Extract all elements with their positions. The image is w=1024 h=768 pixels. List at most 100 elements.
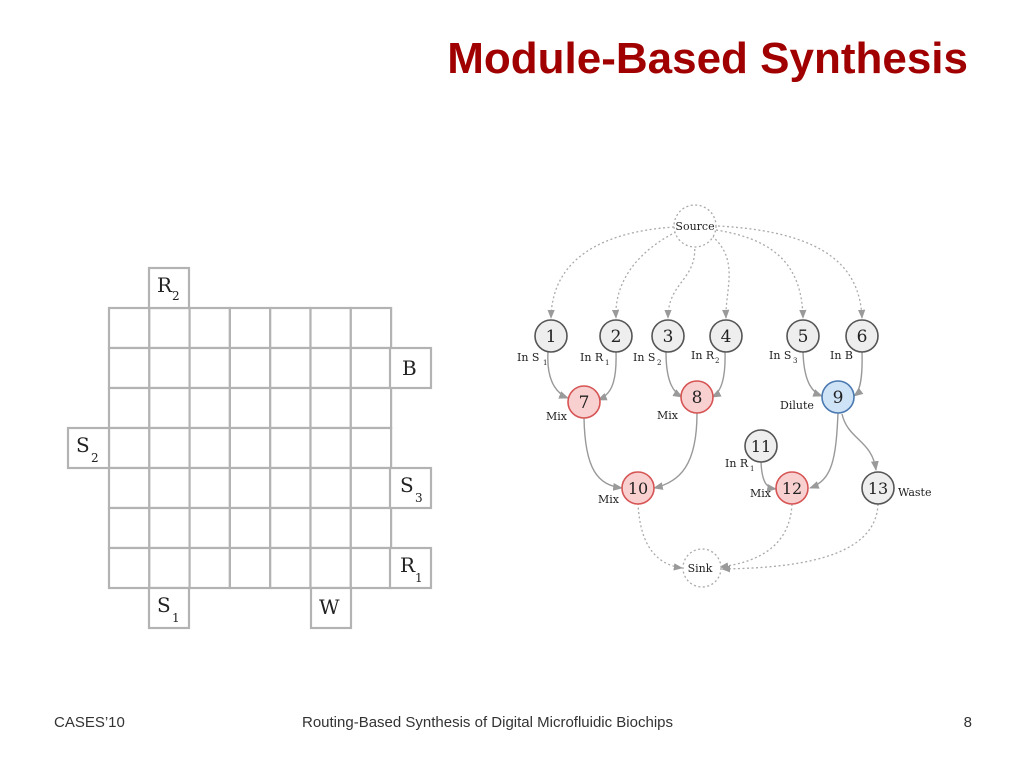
source-node: Source bbox=[673, 204, 717, 248]
node-annotation-sub: 2 bbox=[657, 359, 661, 367]
grid-cell bbox=[188, 346, 232, 390]
port-subscript: 1 bbox=[415, 571, 423, 585]
node-circle bbox=[680, 380, 714, 414]
port-subscript: 2 bbox=[91, 451, 99, 465]
grid-cell bbox=[148, 546, 191, 590]
node-circle bbox=[775, 471, 809, 505]
node-1: 1 In S 1 bbox=[517, 319, 568, 367]
port-label: S bbox=[400, 473, 414, 497]
edge-2-7 bbox=[597, 351, 617, 401]
node-5: 5 In S 3 bbox=[769, 319, 820, 365]
node-11: 11 In R 1 bbox=[725, 429, 778, 473]
node-number: 12 bbox=[782, 479, 802, 498]
node-number: 5 bbox=[798, 327, 809, 347]
node-annotation-sub: 1 bbox=[605, 359, 609, 367]
node-annotation: Mix bbox=[546, 410, 568, 423]
node-annotation: Waste bbox=[898, 486, 931, 499]
edge-source-5 bbox=[715, 229, 807, 319]
node-annotation: Mix bbox=[598, 493, 620, 506]
node-annotation: In B bbox=[830, 349, 853, 362]
source-label: Source bbox=[675, 220, 714, 233]
edge-6-9 bbox=[853, 351, 864, 397]
port-subscript: 3 bbox=[415, 491, 423, 505]
node-annotation: Dilute bbox=[780, 399, 814, 412]
node-circle bbox=[786, 319, 820, 353]
grid-cells bbox=[107, 306, 393, 590]
node-number: 13 bbox=[868, 479, 888, 498]
grid-cell bbox=[349, 306, 393, 350]
edge-10-sink bbox=[637, 502, 683, 571]
operation-edges bbox=[547, 351, 879, 492]
node-circle bbox=[861, 471, 895, 505]
node-annotation: In S bbox=[517, 351, 539, 364]
node-number: 7 bbox=[579, 393, 590, 413]
grid-cell bbox=[107, 546, 151, 590]
node-circle bbox=[599, 319, 633, 353]
sink-edges bbox=[637, 502, 879, 573]
port-S3: S 3 bbox=[388, 466, 433, 510]
node-annotation: In S bbox=[633, 351, 655, 364]
edge-source-3 bbox=[664, 239, 696, 319]
grid-cell bbox=[309, 546, 352, 590]
node-circle bbox=[821, 380, 855, 414]
edge-3-8 bbox=[665, 351, 683, 398]
node-2: 2 In R 1 bbox=[580, 319, 633, 367]
grid-cell bbox=[349, 386, 393, 430]
grid-cell bbox=[148, 426, 191, 470]
node-9: 9 Dilute bbox=[780, 380, 855, 414]
grid-cell bbox=[228, 546, 272, 590]
grid-cell bbox=[107, 386, 151, 430]
port-label: S bbox=[157, 593, 171, 617]
grid-cell bbox=[188, 386, 232, 430]
node-7: 7 Mix bbox=[546, 385, 601, 423]
grid-cell bbox=[349, 426, 393, 470]
node-circle bbox=[845, 319, 879, 353]
node-annotation-sub: 3 bbox=[793, 357, 797, 365]
footer-page-number: 8 bbox=[963, 714, 972, 731]
port-B: B bbox=[388, 346, 433, 390]
port-label: R bbox=[400, 553, 416, 577]
grid-cell bbox=[309, 506, 352, 550]
footer-conference: CASES’10 bbox=[54, 714, 125, 731]
grid-cell bbox=[228, 426, 272, 470]
node-number: 2 bbox=[611, 327, 622, 347]
edge-source-6 bbox=[717, 225, 866, 319]
port-S1: S 1 bbox=[147, 586, 191, 630]
slide-title: Module-Based Synthesis bbox=[447, 34, 968, 83]
node-annotation: In S bbox=[769, 349, 791, 362]
node-circle bbox=[709, 319, 743, 353]
edge-7-10 bbox=[583, 417, 623, 491]
port-label: R bbox=[157, 273, 173, 297]
edge-source-4 bbox=[711, 235, 730, 319]
node-6: 6 In B bbox=[830, 319, 879, 362]
edge-8-10 bbox=[653, 412, 698, 490]
node-annotation: Mix bbox=[657, 409, 679, 422]
node-number: 8 bbox=[692, 388, 703, 408]
grid-cell bbox=[107, 306, 151, 350]
port-label: B bbox=[402, 356, 417, 380]
port-subscript: 2 bbox=[172, 289, 180, 303]
edge-9-12 bbox=[809, 412, 839, 489]
grid-cell bbox=[188, 306, 232, 350]
node-number: 9 bbox=[833, 388, 844, 408]
port-label: W bbox=[319, 595, 340, 619]
node-number: 11 bbox=[751, 437, 771, 456]
node-number: 4 bbox=[721, 327, 732, 347]
grid-cell bbox=[269, 386, 312, 430]
edge-13-sink bbox=[721, 503, 879, 573]
edge-5-9 bbox=[802, 351, 823, 397]
source-edges bbox=[547, 225, 866, 319]
node-annotation: In R bbox=[580, 351, 604, 364]
port-S2: S 2 bbox=[66, 426, 111, 470]
node-annotation: In R bbox=[725, 457, 749, 470]
node-12: 12 Mix bbox=[750, 471, 809, 505]
edge-source-1 bbox=[547, 226, 675, 319]
node-annotation-sub: 1 bbox=[543, 359, 547, 367]
port-label: S bbox=[76, 433, 90, 457]
node-circle bbox=[621, 471, 655, 505]
node-4: 4 In R 2 bbox=[691, 319, 743, 365]
node-circle bbox=[744, 429, 778, 463]
edge-source-2 bbox=[611, 231, 677, 319]
port-subscript: 1 bbox=[172, 611, 180, 625]
edge-11-12 bbox=[760, 461, 777, 492]
